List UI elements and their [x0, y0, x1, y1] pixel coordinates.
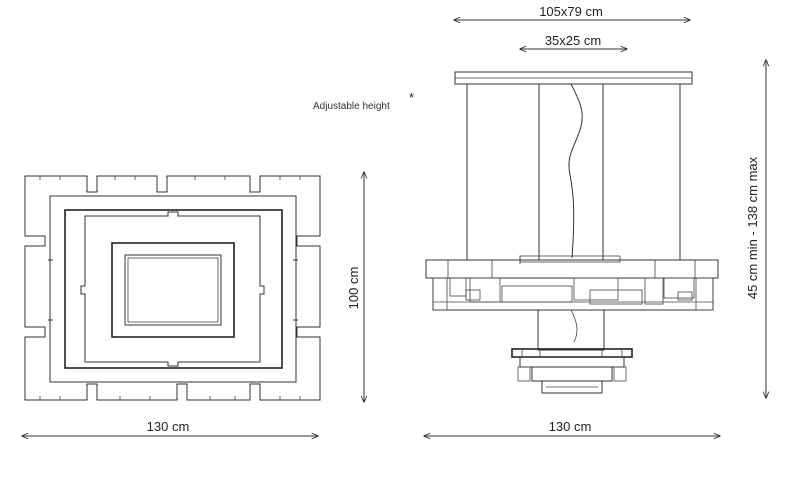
elevation-width-label: 130 cm	[549, 419, 592, 434]
plan-frame-5	[111, 242, 235, 338]
plan-depth-label: 100 cm	[346, 267, 361, 310]
main-ring-body	[425, 259, 719, 279]
bottom-module-details	[521, 349, 623, 357]
main-ring-lower	[432, 277, 714, 311]
plan-notches	[48, 259, 298, 321]
plan-frame-4	[80, 211, 265, 367]
plan-inner-lens	[124, 254, 222, 326]
main-ring-segments	[447, 255, 696, 278]
bottom-module-base	[541, 380, 603, 394]
canopy-small-label: 35x25 cm	[545, 33, 601, 48]
plan-outer-frame	[24, 175, 321, 401]
plan-frame-3	[64, 209, 283, 369]
height-label: 45 cm min - 138 cm max	[745, 156, 760, 299]
power-cord	[568, 83, 583, 259]
bottom-module-mid	[519, 356, 625, 368]
elevation-view: 105x79 cm 35x25 cm Adjustable height * 4…	[313, 4, 766, 436]
main-ring-lower-details	[432, 277, 714, 311]
plan-width-label: 130 cm	[147, 419, 190, 434]
suspension-cables	[466, 84, 681, 260]
plan-view: 130 cm 100 cm	[22, 172, 364, 436]
adjustable-height-note: Adjustable height	[313, 101, 390, 112]
canopy-large-label: 105x79 cm	[539, 4, 603, 19]
central-column	[537, 309, 605, 351]
plan-inner-lens-edge	[127, 257, 219, 323]
adjustable-height-asterisk: *	[409, 90, 414, 105]
plan-frame-2	[49, 195, 297, 383]
plan-frame-ticks	[39, 176, 301, 400]
bottom-module-lower	[531, 366, 613, 382]
